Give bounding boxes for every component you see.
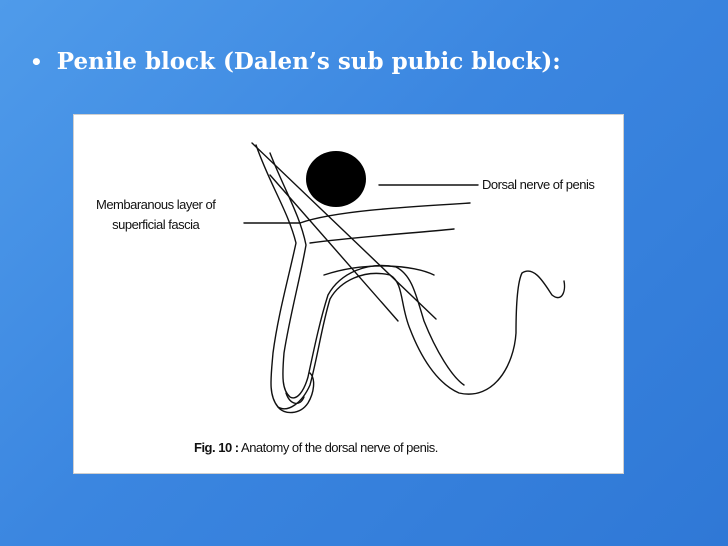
- fascia-label-line2: superficial fascia: [112, 217, 200, 232]
- dorsal-nerve-label: Dorsal nerve of penis: [482, 177, 595, 192]
- glans-inner: [285, 392, 305, 404]
- fascia-label-line1: Membaranous layer of: [96, 197, 216, 212]
- fascia-lines: [299, 202, 471, 244]
- figure-caption: Fig. 10 : Anatomy of the dorsal nerve of…: [194, 440, 438, 455]
- inner-contour: [269, 152, 465, 399]
- slide-bullet-text: Penile block (Dalen’s sub pubic block):: [56, 48, 561, 75]
- caption-text: Anatomy of the dorsal nerve of penis.: [238, 440, 438, 455]
- bullet-point: • Penile block (Dalen’s sub pubic block)…: [30, 48, 561, 75]
- anatomy-figure: Membaranous layer of superficial fascia …: [73, 114, 624, 474]
- bullet-dot: •: [30, 49, 43, 74]
- lower-curve: [323, 265, 435, 276]
- outer-contour: [255, 144, 566, 410]
- fascia-label: Membaranous layer of superficial fascia: [96, 195, 216, 235]
- needle-line: [251, 142, 437, 320]
- pubic-symphysis: [306, 151, 366, 207]
- caption-prefix: Fig. 10 :: [194, 440, 239, 455]
- glans-tip: [277, 372, 315, 414]
- needle-line-2: [269, 174, 399, 322]
- anatomy-diagram: [243, 142, 566, 414]
